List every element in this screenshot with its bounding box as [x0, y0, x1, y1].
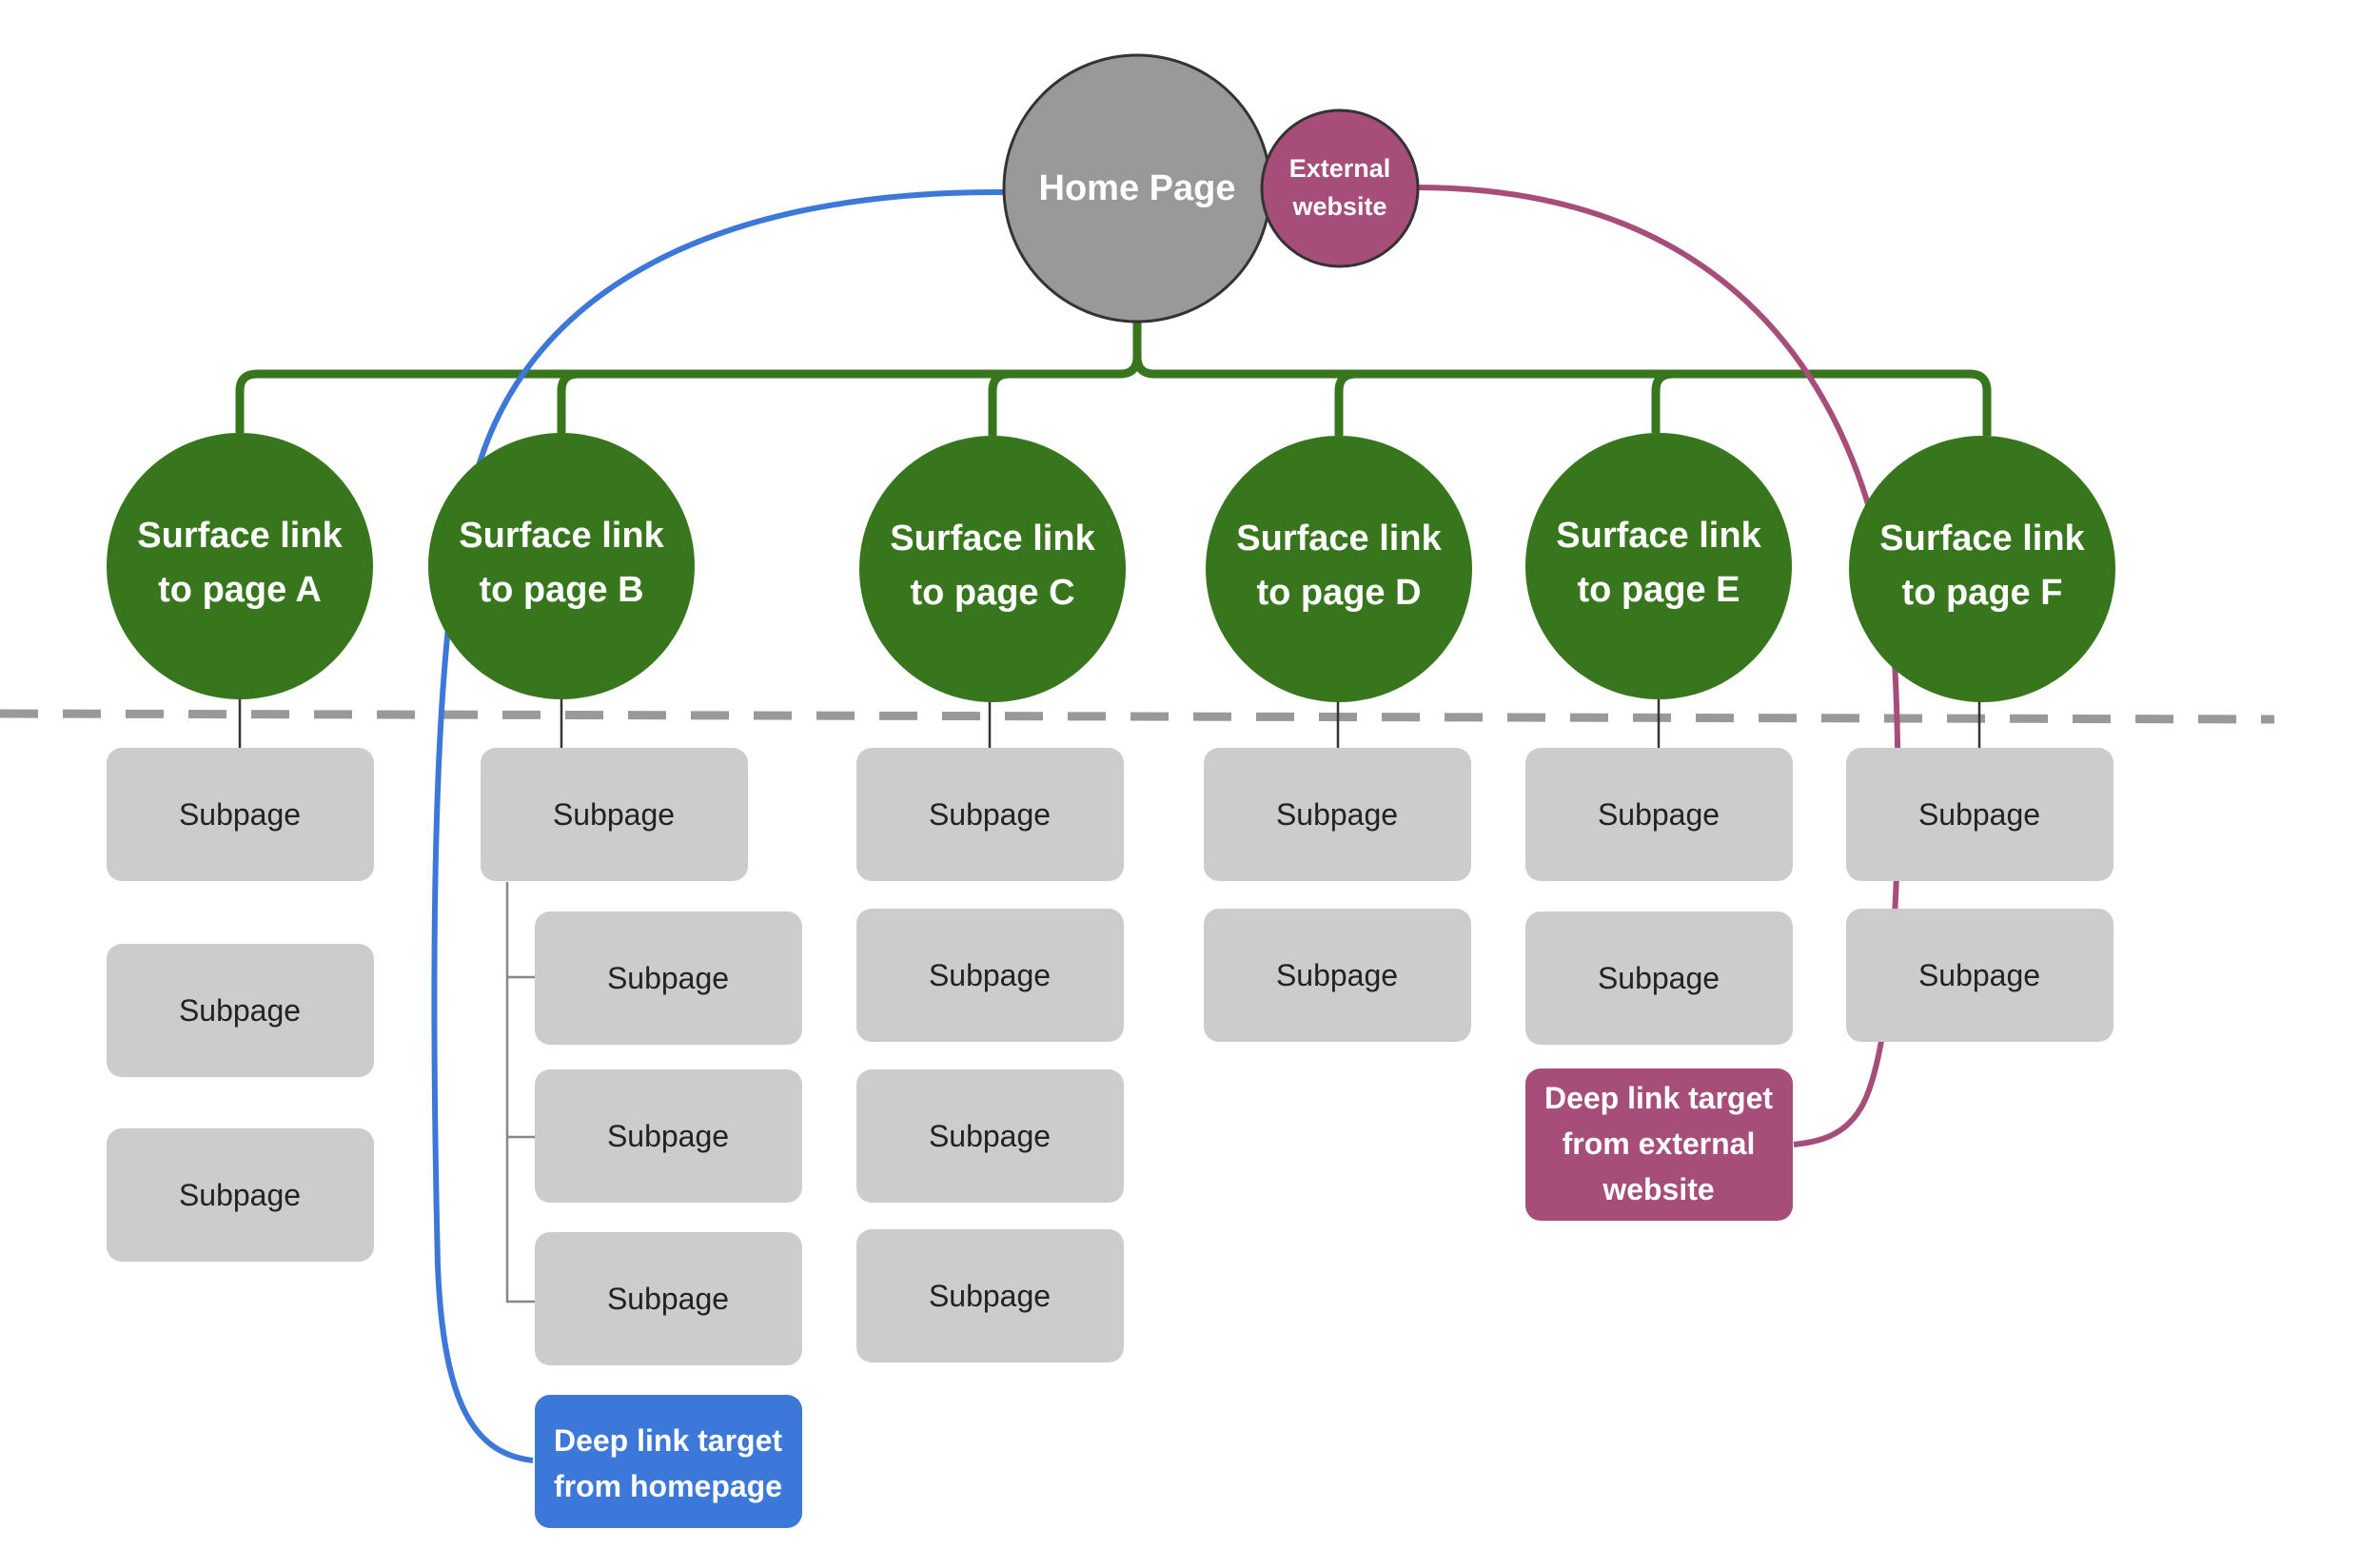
subpage-f-1: Subpage [1846, 748, 2114, 881]
subpage-a-3: Subpage [107, 1128, 374, 1262]
deep-link-target-homepage: Deep link target from homepage [535, 1395, 802, 1528]
subpage-d-2: Subpage [1204, 909, 1471, 1042]
deep-link-external-line-2: from external [1563, 1127, 1756, 1161]
subpage-label: Subpage [929, 1279, 1051, 1313]
subpage-label: Subpage [1598, 961, 1720, 995]
subpage-label: Subpage [607, 1282, 729, 1316]
subpage-label: Subpage [929, 958, 1051, 992]
surface-page-d-line-2: to page D [1256, 573, 1421, 613]
subpage-label: Subpage [179, 797, 301, 832]
deep-link-homepage-line-1: Deep link target [554, 1423, 782, 1458]
surface-page-f-line-1: Surface link [1879, 519, 2085, 559]
surface-page-b-line-2: to page B [479, 570, 643, 610]
surface-page-c-line-2: to page C [910, 573, 1074, 613]
deep-link-external-line-1: Deep link target [1544, 1081, 1773, 1115]
deep-link-homepage-line-2: from homepage [554, 1469, 782, 1503]
surface-page-a: Surface link to page A [107, 433, 373, 699]
nested-subpage-bracket [505, 882, 535, 1303]
subpage-label: Subpage [1918, 958, 2040, 992]
subpage-label: Subpage [607, 961, 729, 995]
surface-page-a-line-2: to page A [158, 570, 322, 610]
deep-link-external-line-3: website [1602, 1172, 1714, 1206]
surface-page-e: Surface link to page E [1525, 433, 1792, 699]
surface-page-f-line-2: to page F [1902, 573, 2063, 613]
surface-page-d: Surface link to page D [1206, 436, 1472, 702]
subpage-connectors [238, 695, 1981, 748]
subpage-label: Subpage [929, 1119, 1051, 1153]
subpage-a-2: Subpage [107, 944, 374, 1077]
subpage-f-2: Subpage [1846, 909, 2114, 1042]
subpage-label: Subpage [1276, 958, 1398, 992]
surface-page-b: Surface link to page B [428, 433, 695, 699]
subpage-c-4: Subpage [856, 1229, 1124, 1362]
subpage-c-3: Subpage [856, 1069, 1124, 1203]
subpage-label: Subpage [929, 797, 1051, 832]
nested-subpage-b-3: Subpage [535, 1232, 802, 1365]
subpage-d-1: Subpage [1204, 748, 1471, 881]
subpage-e-1: Subpage [1525, 748, 1793, 881]
subpage-a-1: Subpage [107, 748, 374, 881]
hierarchy-connectors [235, 322, 1992, 436]
subpage-label: Subpage [1918, 797, 2040, 832]
surface-page-c-line-1: Surface link [890, 519, 1095, 559]
surface-page-d-line-1: Surface link [1236, 519, 1442, 559]
external-website-label-line-2: website [1291, 192, 1386, 221]
surface-page-a-line-1: Surface link [137, 516, 343, 556]
subpage-e-2: Subpage [1525, 911, 1793, 1045]
home-page-label: Home Page [1039, 168, 1236, 208]
nested-subpage-b-2: Subpage [535, 1069, 802, 1203]
subpage-label: Subpage [179, 993, 301, 1028]
subpage-c-2: Subpage [856, 909, 1124, 1042]
surface-page-f: Surface link to page F [1849, 436, 2115, 702]
surface-page-c: Surface link to page C [859, 436, 1126, 702]
subpage-c-1: Subpage [856, 748, 1124, 881]
external-website-node: External website [1260, 108, 1420, 268]
subpage-b-1: Subpage [481, 748, 748, 881]
fold-line [0, 709, 2275, 724]
subpage-label: Subpage [607, 1119, 729, 1153]
subpage-label: Subpage [553, 797, 675, 832]
surface-page-e-line-2: to page E [1577, 570, 1740, 610]
deep-link-target-external: Deep link target from external website [1525, 1068, 1793, 1221]
surface-page-e-line-1: Surface link [1556, 516, 1761, 556]
subpage-label: Subpage [1276, 797, 1398, 832]
home-page-node: Home Page [1002, 53, 1272, 323]
surface-page-b-line-1: Surface link [459, 516, 664, 556]
subpage-label: Subpage [179, 1178, 301, 1212]
external-website-label-line-1: External [1289, 154, 1391, 183]
nested-subpage-b-1: Subpage [535, 911, 802, 1045]
subpage-label: Subpage [1598, 797, 1720, 832]
